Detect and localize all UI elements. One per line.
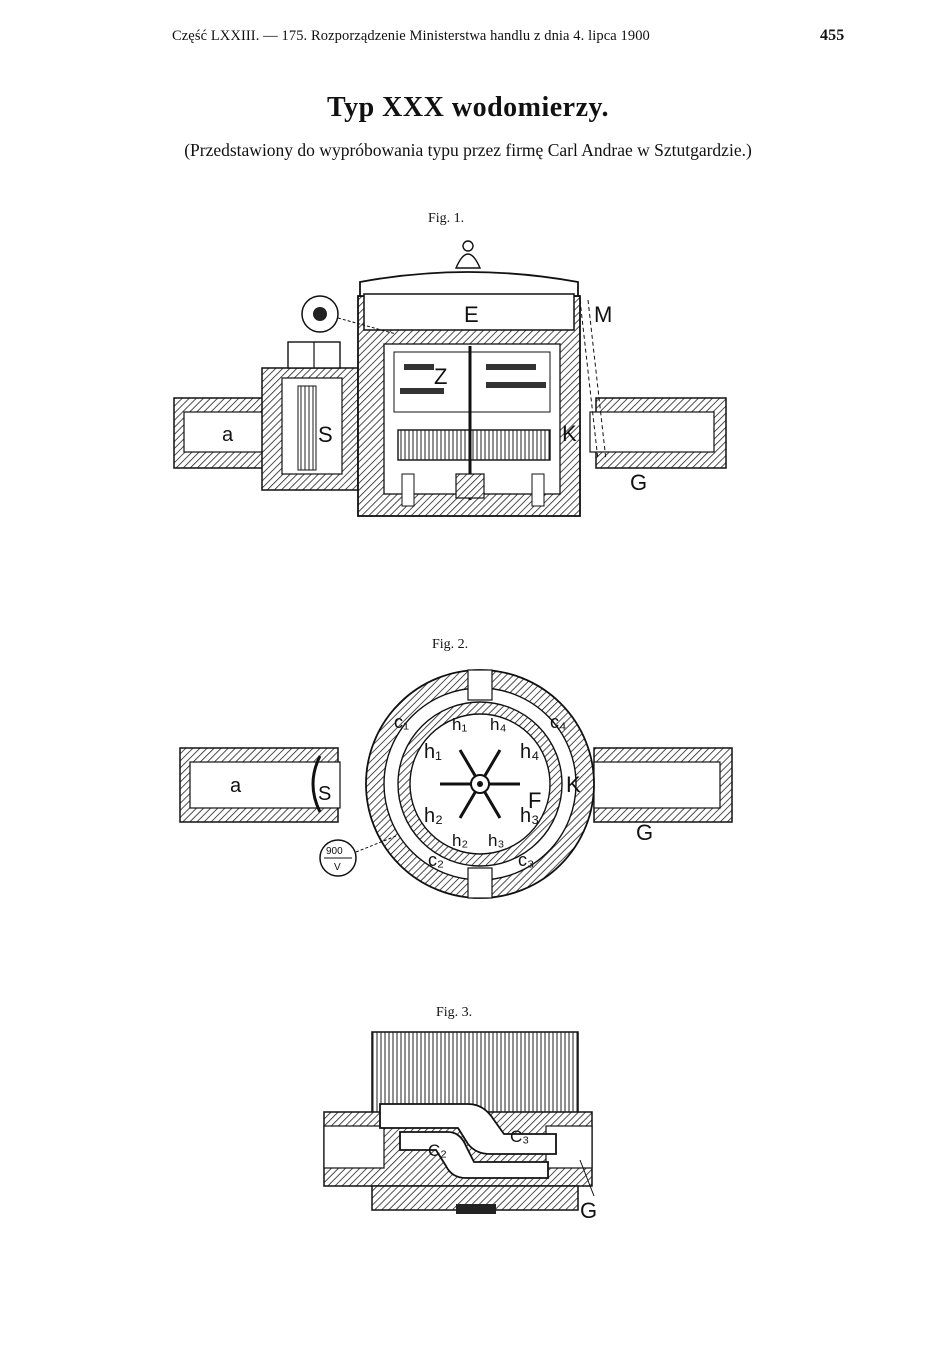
- fig1-label-E: E: [464, 302, 479, 327]
- meter-plan-view: [179, 669, 733, 899]
- fig1-label-G: G: [630, 470, 647, 495]
- fig2-label-h1b: h₁: [424, 741, 442, 763]
- fig2-label-h2a: h₂: [424, 805, 443, 827]
- fig2-label-F: F: [528, 788, 541, 813]
- page-number: 455: [820, 27, 845, 44]
- fig2-label-c2: c₂: [428, 850, 444, 870]
- fig2-label-h2b: h₂: [452, 831, 468, 850]
- figure-3-caption: Fig. 3.: [436, 1005, 473, 1020]
- fig2-seal-top: 900: [326, 846, 343, 857]
- fig1-label-S: S: [318, 422, 333, 447]
- fig2-label-G: G: [636, 820, 653, 845]
- fig2-label-h4a: h₄: [490, 715, 506, 734]
- fig2-label-h3b: h₃: [488, 831, 504, 850]
- chamber-section: [323, 1031, 595, 1214]
- fig2-label-c4: c₄: [550, 712, 566, 732]
- water-meter-section: [173, 240, 727, 517]
- running-header: Część LXXIII. — 175. Rozporządzenie Mini…: [172, 28, 650, 44]
- fig2-label-h4b: h₄: [520, 741, 539, 763]
- fig1-label-M: M: [594, 302, 612, 327]
- fig3-label-G: G: [580, 1198, 597, 1223]
- page-subtitle: (Przedstawiony do wypróbowania typu prze…: [184, 140, 752, 160]
- fig2-label-c1: c₁: [394, 712, 409, 732]
- fig1-label-K: K: [562, 421, 577, 446]
- fig3-label-c2: C₂: [428, 1141, 447, 1160]
- fig1-label-a: a: [222, 424, 234, 446]
- fig2-label-a: a: [230, 775, 242, 797]
- fig2-label-K: K: [566, 772, 581, 797]
- figure-2-caption: Fig. 2.: [432, 637, 469, 652]
- fig1-label-Z: Z: [434, 364, 447, 389]
- fig3-label-c3: C₃: [510, 1127, 529, 1146]
- fig2-label-c3: c₃: [518, 850, 534, 870]
- page-title: Typ XXX wodomierzy.: [327, 92, 609, 123]
- fig2-label-h1a: h₁: [452, 715, 467, 734]
- figure-1-caption: Fig. 1.: [428, 211, 465, 226]
- fig2-seal-bottom: V: [334, 862, 341, 873]
- fig2-label-S: S: [318, 783, 331, 805]
- fig2-label-h3a: h₃: [520, 805, 539, 827]
